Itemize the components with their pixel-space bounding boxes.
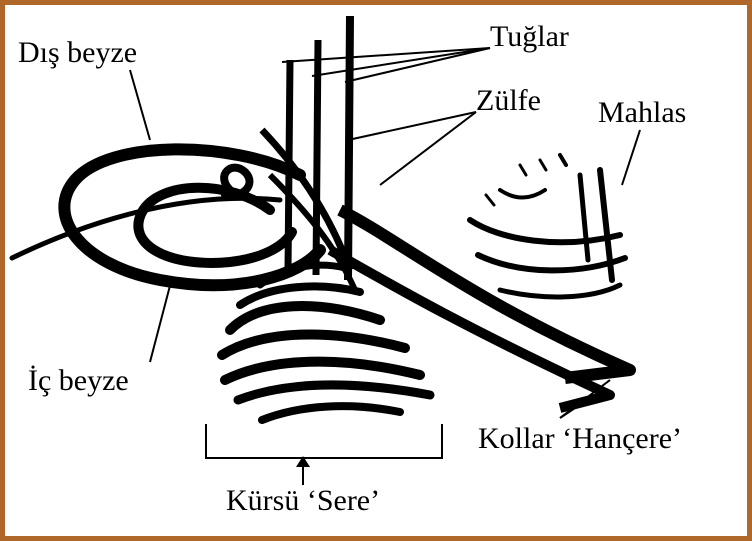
label-ic-beyze: İç beyze [28, 366, 129, 396]
tug-shaft-3 [348, 16, 350, 280]
label-mahlas: Mahlas [598, 98, 686, 128]
inner-beyze-curl [224, 168, 249, 196]
mahlas-calligraphy [470, 155, 625, 297]
label-tuglar: Tuğlar [490, 22, 569, 52]
label-kollar: Kollar ‘Hançere’ [478, 424, 682, 454]
label-kursu: Kürsü ‘Sere’ [226, 486, 380, 516]
kursu-bracket [206, 424, 442, 458]
label-zulfe: Zülfe [476, 86, 541, 116]
label-dis-beyze: Dış beyze [18, 38, 137, 68]
